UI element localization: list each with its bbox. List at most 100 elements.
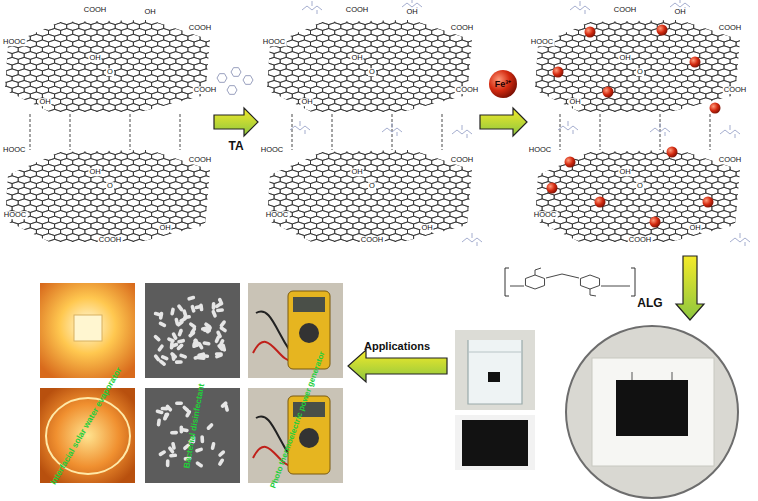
interlayer-line bbox=[292, 114, 293, 150]
functional-group: OH bbox=[143, 8, 156, 16]
tannic-acid bbox=[382, 123, 402, 136]
fe-ion bbox=[585, 27, 596, 38]
fe-ion bbox=[650, 217, 661, 228]
fe-ion bbox=[690, 57, 701, 68]
functional-group: COOH bbox=[628, 236, 653, 244]
functional-group: COOH bbox=[450, 156, 475, 164]
multimeter-photo bbox=[248, 283, 343, 378]
functional-group: HOOC bbox=[528, 146, 553, 154]
arrow-label: ALG bbox=[637, 297, 662, 309]
thermal-image bbox=[40, 388, 135, 483]
process-arrow bbox=[676, 256, 704, 320]
functional-group: COOH bbox=[188, 24, 213, 32]
tannic-acid bbox=[570, 1, 590, 14]
fe-ion bbox=[603, 87, 614, 98]
fe-ion bbox=[595, 197, 606, 208]
tannic-acid bbox=[452, 125, 472, 138]
fe-ion bbox=[565, 157, 576, 168]
interlayer-line bbox=[70, 114, 71, 150]
tannic-acid bbox=[650, 123, 670, 136]
functional-group: OH bbox=[618, 168, 631, 176]
functional-group: OH bbox=[88, 168, 101, 176]
fe-ion bbox=[703, 197, 714, 208]
functional-group: COOH bbox=[345, 6, 370, 14]
functional-group: OH bbox=[618, 54, 631, 62]
arrow-label: Applications bbox=[364, 341, 430, 352]
fe-ion bbox=[657, 25, 668, 36]
functional-group: O bbox=[636, 182, 644, 190]
functional-group: COOH bbox=[360, 236, 385, 244]
arrow-label: TA bbox=[228, 140, 243, 152]
fe-ion bbox=[547, 183, 558, 194]
beaker-photo bbox=[455, 330, 535, 410]
graphene-oxide-bilayer bbox=[244, 0, 493, 259]
functional-group: OH bbox=[405, 8, 418, 16]
graphene-lattice bbox=[512, 11, 758, 129]
functional-group: COOH bbox=[188, 156, 213, 164]
functional-group: COOH bbox=[723, 86, 748, 94]
functional-group: COOH bbox=[718, 24, 743, 32]
functional-group: OH bbox=[673, 8, 686, 16]
functional-group: OH bbox=[350, 54, 363, 62]
sem-image bbox=[145, 283, 240, 378]
interlayer-line bbox=[332, 114, 333, 150]
application-label: Bacterial disinfectant bbox=[182, 383, 205, 469]
tannic-acid bbox=[462, 233, 482, 246]
functional-group: O bbox=[106, 68, 114, 76]
tannic-acid bbox=[720, 125, 740, 138]
tannic-acid bbox=[730, 233, 750, 246]
interlayer-line bbox=[130, 114, 131, 150]
interlayer-line bbox=[180, 114, 181, 150]
graphene-lattice bbox=[244, 141, 493, 258]
functional-group: HOOC bbox=[265, 211, 290, 219]
graphene-oxide-bilayer bbox=[512, 0, 758, 259]
functional-group: HOOC bbox=[530, 38, 555, 46]
interlayer-line bbox=[442, 114, 443, 150]
interlayer-line bbox=[30, 114, 31, 150]
interlayer-line bbox=[560, 114, 561, 150]
functional-group: COOH bbox=[613, 6, 638, 14]
functional-group: OH bbox=[158, 224, 171, 232]
fe-ion bbox=[667, 147, 678, 158]
graphene-lattice bbox=[244, 11, 493, 129]
functional-group: COOH bbox=[83, 6, 108, 14]
fe-ion bbox=[710, 103, 721, 114]
graphene-lattice bbox=[0, 11, 230, 129]
graphene-lattice bbox=[512, 141, 758, 258]
process-arrow bbox=[480, 108, 527, 136]
tannic-acid bbox=[302, 1, 322, 14]
functional-group: O bbox=[106, 182, 114, 190]
functional-group: OH bbox=[688, 224, 701, 232]
functional-group: HOOC bbox=[533, 211, 558, 219]
functional-group: OH bbox=[568, 98, 581, 106]
functional-group: COOH bbox=[718, 156, 743, 164]
functional-group: HOOC bbox=[3, 211, 28, 219]
functional-group: HOOC bbox=[2, 146, 27, 154]
sample-photo bbox=[455, 415, 535, 470]
fe-ion-sphere bbox=[489, 70, 517, 98]
functional-group: HOOC bbox=[260, 146, 285, 154]
functional-group: OH bbox=[300, 98, 313, 106]
tannic-acid bbox=[558, 121, 578, 134]
ion-label: Fe³⁺ bbox=[495, 80, 512, 89]
tannic-acid bbox=[290, 121, 310, 134]
fe-ion bbox=[553, 67, 564, 78]
application-label: Photo thermoelectric power generator bbox=[269, 351, 326, 490]
thermal-image bbox=[40, 283, 135, 378]
functional-group: OH bbox=[350, 168, 363, 176]
functional-group: COOH bbox=[193, 86, 218, 94]
functional-group: OH bbox=[88, 54, 101, 62]
functional-group: HOOC bbox=[262, 38, 287, 46]
functional-group: COOH bbox=[98, 236, 123, 244]
interlayer-line bbox=[600, 114, 601, 150]
functional-group: O bbox=[368, 182, 376, 190]
tannic-acid-structure bbox=[217, 68, 253, 95]
functional-group: O bbox=[368, 68, 376, 76]
aerogel-photo bbox=[566, 326, 738, 498]
functional-group: O bbox=[636, 68, 644, 76]
process-arrow bbox=[348, 350, 447, 382]
graphene-lattice bbox=[0, 141, 230, 258]
interlayer-line bbox=[710, 114, 711, 150]
functional-group: HOOC bbox=[2, 38, 27, 46]
